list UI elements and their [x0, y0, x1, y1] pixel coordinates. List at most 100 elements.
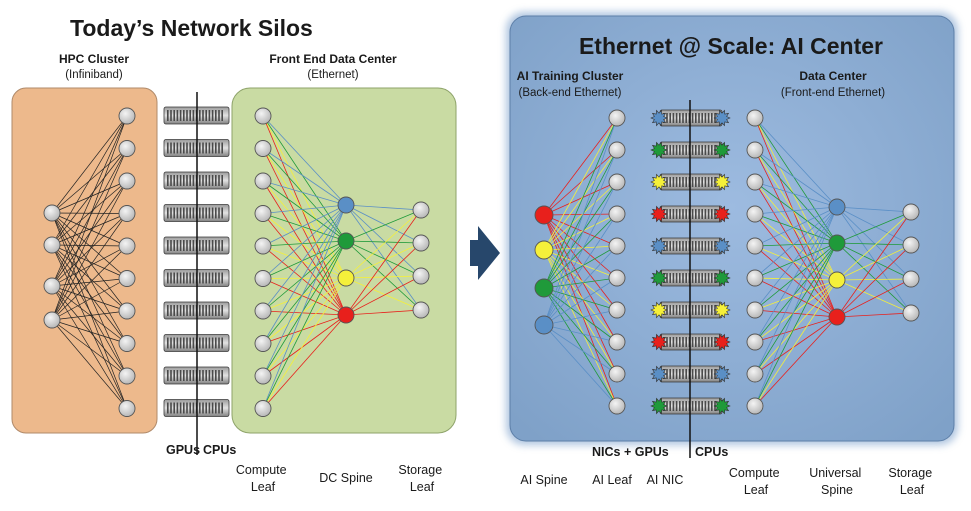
- ai-training-cluster-title: AI Training Cluster: [517, 69, 624, 83]
- left-server-vent: [183, 207, 185, 219]
- storage-leaf-node: [412, 201, 430, 219]
- left-server-vent: [170, 402, 172, 414]
- right-server: [659, 301, 723, 319]
- spine-storage-link: [345, 240, 422, 277]
- universal-spine-label: Universal Spine: [809, 466, 865, 497]
- left-server-vent: [189, 370, 191, 381]
- compute-universal-link: [754, 279, 838, 407]
- right-storage-leaf-label: Storage Leaf: [888, 466, 935, 497]
- right-server-vent: [685, 177, 687, 187]
- universal-storage-link: [836, 242, 912, 246]
- left-server-vent: [189, 272, 191, 284]
- left-server-vent: [170, 337, 172, 349]
- ai-spine-leaf-link: [543, 149, 618, 326]
- right-server-vent: [707, 369, 710, 379]
- right-server-vent: [691, 305, 694, 315]
- left-server-vent: [173, 402, 175, 414]
- ai-spine-leaf-link: [543, 149, 618, 289]
- left-server-vent: [170, 272, 172, 284]
- left-server-vent: [211, 402, 214, 414]
- left-server-vent: [179, 370, 182, 381]
- compute-universal-link: [754, 309, 838, 318]
- right-server-vent: [672, 145, 675, 155]
- ai-nic-right: [713, 141, 731, 159]
- right-server-vent: [682, 209, 684, 219]
- right-server-vent: [669, 241, 671, 251]
- right-server-vent: [704, 337, 707, 347]
- left-server-vent: [208, 207, 211, 219]
- left-server-vent: [189, 305, 191, 316]
- left-server-vent: [183, 142, 185, 154]
- compute-leaf-node: [254, 400, 272, 417]
- compute-spine-link: [262, 115, 347, 316]
- right-storage-leaf-line2: Leaf: [900, 483, 925, 497]
- ai-leaf-node: [608, 109, 626, 127]
- right-cpus-label: CPUs: [695, 445, 728, 459]
- right-server-vent: [691, 369, 694, 379]
- left-server-vent: [176, 402, 179, 414]
- left-server-vent: [179, 142, 182, 154]
- ai-nic-left: [650, 333, 668, 351]
- compute-spine-link: [262, 277, 347, 312]
- spine-storage-link: [345, 240, 422, 244]
- right-server-body: [659, 365, 723, 383]
- left-server-vent: [186, 207, 188, 219]
- compute-spine-link: [262, 204, 347, 377]
- right-server-vent: [707, 113, 710, 123]
- right-server-body: [659, 205, 723, 223]
- hpc-link: [51, 285, 128, 377]
- ai-spine-node: [534, 315, 554, 335]
- hpc-cluster-title: HPC Cluster: [59, 52, 129, 66]
- right-compute-leaf-node: [746, 333, 764, 351]
- front-end-dc-title: Front End Data Center: [269, 52, 397, 66]
- left-server-vent: [221, 305, 223, 316]
- left-server-vent: [186, 402, 188, 414]
- spine-storage-link: [345, 275, 422, 279]
- ai-spine-leaf-link: [543, 181, 618, 289]
- left-server-vent: [176, 110, 179, 121]
- compute-leaf-node: [254, 302, 272, 320]
- left-server-vent: [202, 240, 204, 251]
- left-server-vent: [221, 272, 223, 284]
- left-server-vent: [167, 337, 169, 349]
- ai-spine-leaf-link: [543, 214, 618, 247]
- left-server-vent: [218, 207, 220, 219]
- right-server-vent: [675, 369, 678, 379]
- compute-spine-link: [262, 180, 347, 242]
- right-server-vent: [695, 113, 697, 123]
- spine-storage-link: [345, 204, 422, 211]
- compute-spine-link: [262, 204, 347, 409]
- right-server-vent: [682, 273, 684, 283]
- dc-spine-node: [337, 269, 355, 287]
- right-storage-leaf-node: [902, 203, 920, 221]
- hpc-link: [51, 285, 128, 344]
- ai-spine-leaf-link: [543, 214, 618, 375]
- right-storage-leaf-node: [902, 304, 920, 322]
- hpc-cluster-subtitle: (Infiniband): [65, 69, 123, 81]
- left-server-vent: [167, 142, 169, 154]
- compute-leaf-node: [254, 205, 272, 222]
- compute-spine-link: [262, 213, 347, 279]
- right-server-vent: [695, 305, 697, 315]
- left-server-vent: [176, 370, 179, 381]
- right-server-vent: [701, 241, 703, 251]
- right-server-vent: [707, 209, 710, 219]
- left-server-vent: [221, 142, 223, 154]
- right-server-vent: [704, 369, 707, 379]
- right-server-vent: [707, 145, 710, 155]
- ai-spine-leaf-link: [543, 117, 618, 216]
- compute-universal-link: [754, 316, 838, 375]
- right-server-vent: [691, 177, 694, 187]
- right-server-vent: [672, 177, 675, 187]
- nics-gpus-label: NICs + GPUs: [592, 445, 669, 459]
- compute-spine-link: [262, 115, 347, 206]
- compute-universal-link: [754, 181, 838, 281]
- compute-universal-link: [754, 213, 838, 281]
- hpc-link: [51, 244, 128, 344]
- compute-universal-link: [754, 206, 838, 215]
- ai-spine-leaf-link: [543, 181, 618, 326]
- right-server-vent: [701, 369, 703, 379]
- right-server-vent: [679, 401, 681, 411]
- right-server-vent: [669, 113, 671, 123]
- left-server-vent: [167, 402, 169, 414]
